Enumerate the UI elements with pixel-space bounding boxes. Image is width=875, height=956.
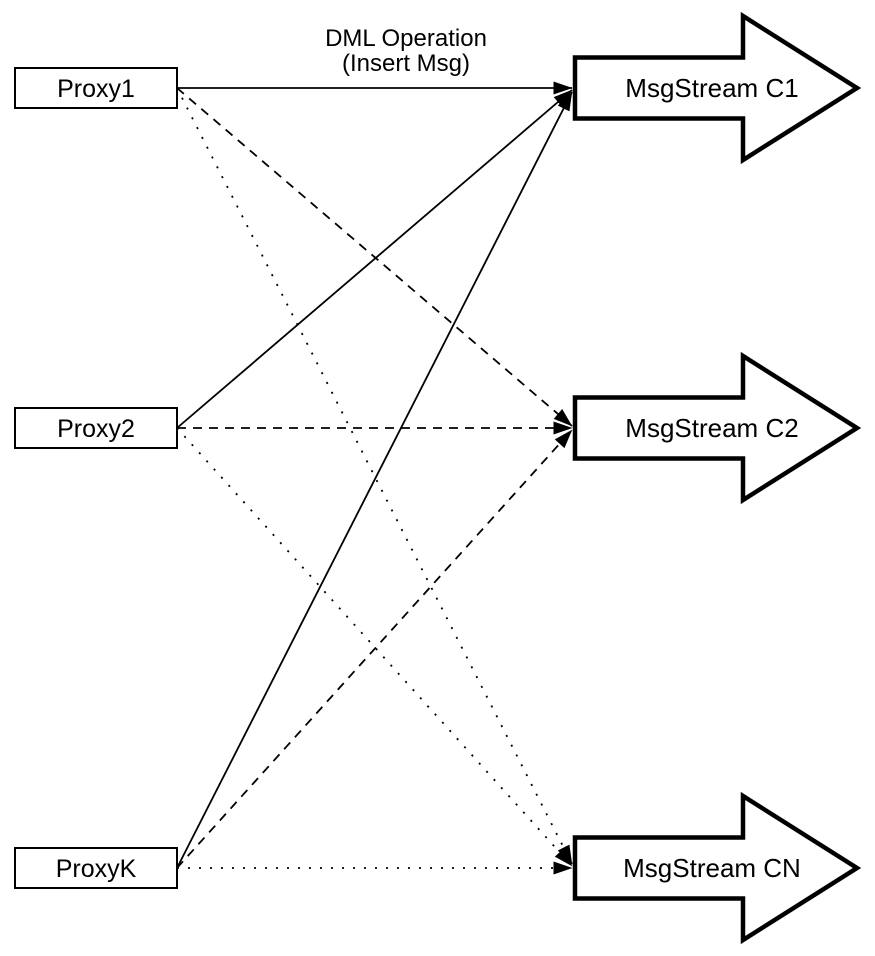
node-proxyk-box [14, 847, 178, 889]
edge-proxyk-to-msgstream-c2 [176, 429, 573, 869]
node-msgstream-c2-shape [572, 351, 862, 505]
edge-proxy2-to-msgstream-c1 [176, 89, 573, 429]
node-proxy1-box [14, 67, 178, 109]
node-msgstream-c2: MsgStream C2 [572, 351, 862, 505]
node-msgstream-c1-shape [572, 11, 862, 165]
node-proxy2-box [14, 407, 178, 449]
node-proxyk: ProxyK [14, 847, 178, 889]
node-msgstream-cn-label: MsgStream CN [623, 853, 801, 883]
node-msgstream-c1: MsgStream C1 [572, 11, 862, 165]
dml-operation-label-line1: DML Operation [325, 25, 487, 52]
edge-proxy1-to-msgstream-c2 [176, 87, 573, 427]
node-proxyk-label: ProxyK [56, 855, 137, 883]
node-msgstream-c1-label: MsgStream C1 [625, 73, 798, 103]
node-msgstream-cn: MsgStream CN [572, 791, 862, 945]
node-msgstream-cn-shape [572, 791, 862, 945]
node-proxy1-label: Proxy1 [57, 75, 135, 103]
node-proxy2: Proxy2 [14, 407, 178, 449]
edge-proxyk-to-msgstream-c1 [176, 91, 573, 869]
node-proxy1: Proxy1 [14, 67, 178, 109]
edge-proxy1-to-msgstream-cn [176, 87, 573, 865]
node-msgstream-c2-label: MsgStream C2 [625, 413, 798, 443]
node-proxy2-label: Proxy2 [57, 415, 135, 443]
edge-proxy2-to-msgstream-cn [176, 427, 573, 867]
dml-operation-label-line2: (Insert Msg) [342, 50, 470, 77]
